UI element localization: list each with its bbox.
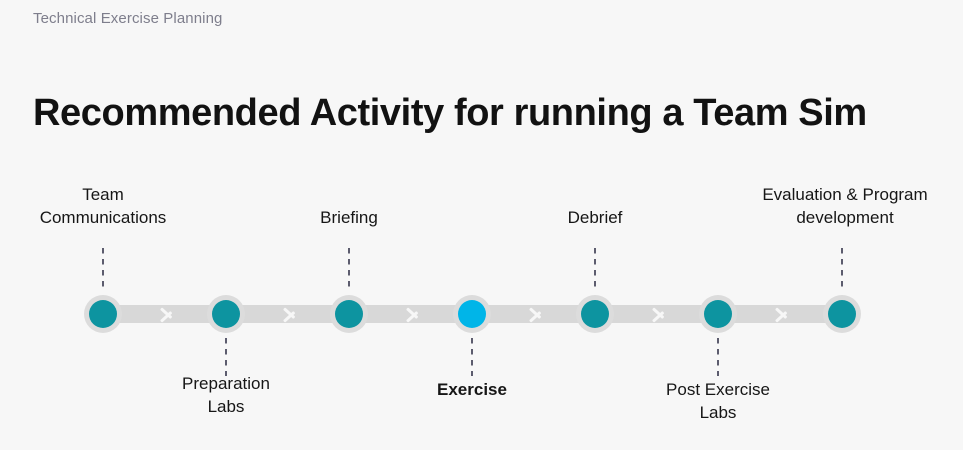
- chevron-arrow-icon-1: [161, 303, 174, 325]
- step-label-post-exercise-labs: Post Exercise Labs: [666, 380, 770, 422]
- eyebrow-label: Technical Exercise Planning: [33, 10, 223, 27]
- node-dot-1: [89, 300, 117, 328]
- step-label-exercise: Exercise: [437, 380, 507, 399]
- node-dot-6: [704, 300, 732, 328]
- chevron-arrow-icon-6: [776, 303, 789, 325]
- timeline-node-3[interactable]: [330, 295, 368, 333]
- timeline-node-4[interactable]: [453, 295, 491, 333]
- stem-line-6: [717, 338, 719, 376]
- node-dot-4: [458, 300, 486, 328]
- chevron-arrow-icon-2: [284, 303, 297, 325]
- step-label-preparation-labs: Preparation Labs: [182, 374, 270, 416]
- timeline-node-6[interactable]: [699, 295, 737, 333]
- stem-line-3: [348, 248, 350, 290]
- chevron-arrow-icon-3: [407, 303, 420, 325]
- node-dot-3: [335, 300, 363, 328]
- stem-line-4: [471, 338, 473, 376]
- timeline-node-1[interactable]: [84, 295, 122, 333]
- step-label-evaluation-program-development: Evaluation & Program development: [762, 185, 928, 227]
- stem-line-1: [102, 248, 104, 290]
- timeline-node-7[interactable]: [823, 295, 861, 333]
- stem-line-7: [841, 248, 843, 290]
- timeline-diagram: Team Communications Briefing Debrief Eva…: [0, 160, 963, 440]
- timeline-node-2[interactable]: [207, 295, 245, 333]
- step-label-debrief: Debrief: [567, 208, 623, 227]
- stem-line-5: [594, 248, 596, 290]
- step-label-team-communications: Team Communications: [39, 185, 167, 227]
- chevron-arrow-icon-5: [653, 303, 666, 325]
- timeline-node-5[interactable]: [576, 295, 614, 333]
- chevron-arrow-icon-4: [530, 303, 543, 325]
- timeline-track: [103, 305, 842, 323]
- node-dot-2: [212, 300, 240, 328]
- step-label-briefing: Briefing: [320, 208, 378, 227]
- node-dot-7: [828, 300, 856, 328]
- page-title: Recommended Activity for running a Team …: [33, 92, 867, 135]
- node-dot-5: [581, 300, 609, 328]
- stem-line-2: [225, 338, 227, 376]
